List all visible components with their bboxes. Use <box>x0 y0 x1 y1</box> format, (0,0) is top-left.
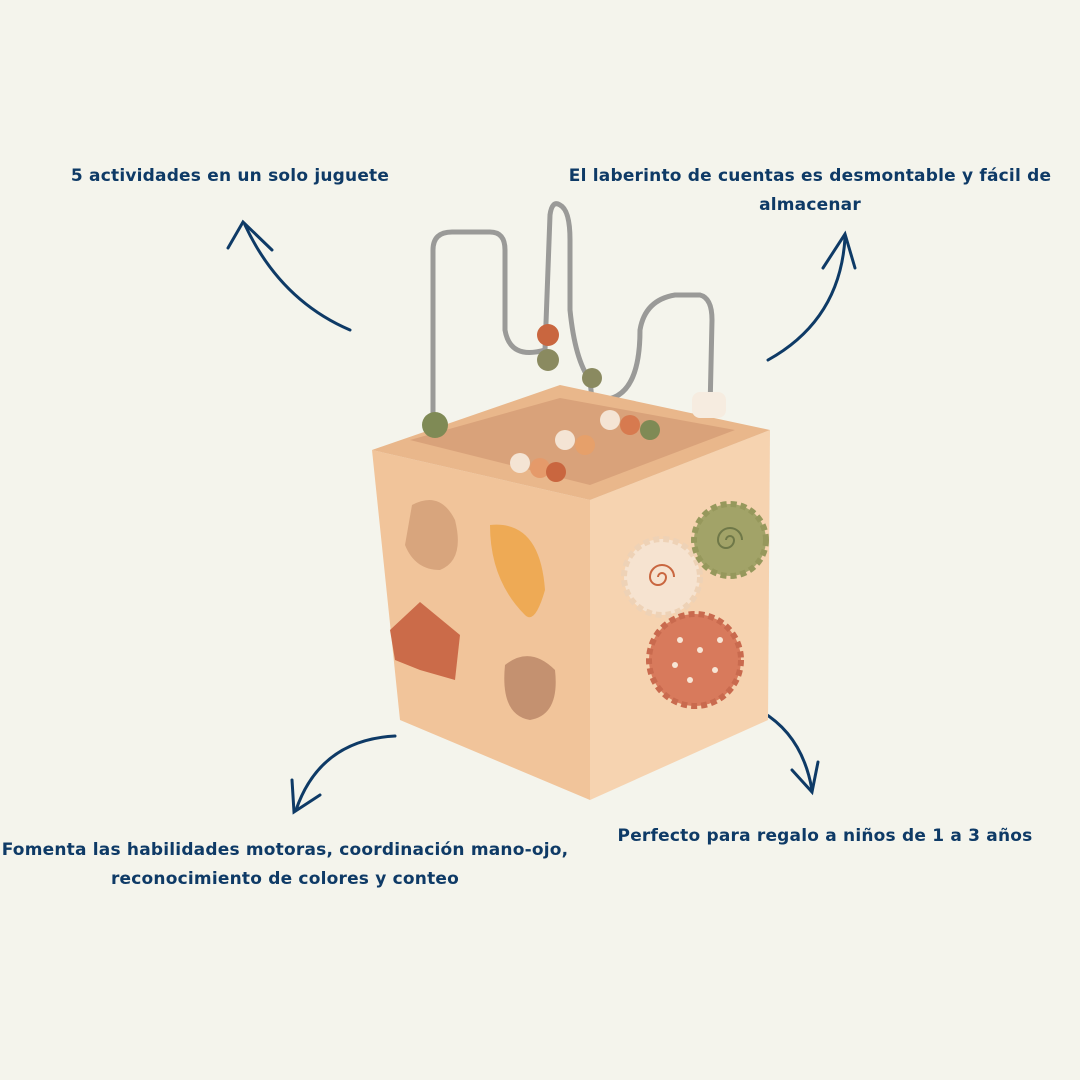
arrows <box>226 219 857 815</box>
caption-maze: El laberinto de cuentas es desmontable y… <box>568 166 1052 215</box>
caption-activities: 5 actividades en un solo juguete <box>70 166 390 186</box>
arrow-skills-icon <box>290 734 397 815</box>
activity-cube-image <box>372 201 770 800</box>
arrow-activities-icon <box>226 219 352 332</box>
arrow-maze-icon <box>766 230 857 362</box>
caption-skills: Fomenta las habilidades motoras, coordin… <box>1 840 569 889</box>
caption-gift: Perfecto para regalo a niños de 1 a 3 añ… <box>617 826 1033 846</box>
